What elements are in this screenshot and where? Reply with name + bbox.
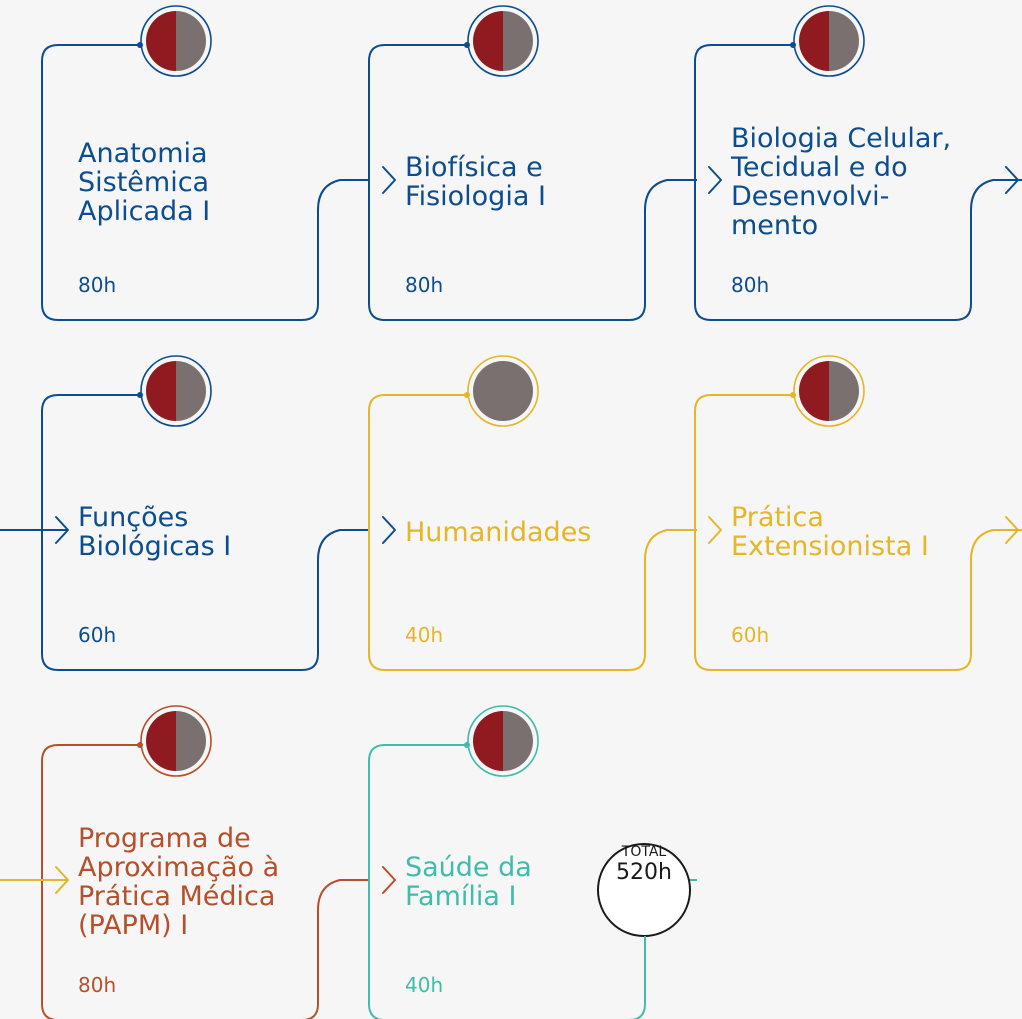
arrow-icon bbox=[382, 166, 396, 194]
module-hours: 80h bbox=[78, 973, 117, 997]
module-hours: 40h bbox=[405, 623, 444, 647]
arrow-icon bbox=[55, 516, 69, 544]
module-card-outline bbox=[41, 394, 370, 671]
half-circle-icon bbox=[467, 705, 539, 777]
module-hours: 60h bbox=[731, 623, 770, 647]
module-title: Programa de Aproximação à Prática Médica… bbox=[78, 823, 280, 941]
arrow-icon bbox=[382, 866, 396, 894]
module-card-outline bbox=[41, 44, 370, 321]
module-hours: 60h bbox=[78, 623, 117, 647]
total-value: 520h bbox=[616, 860, 672, 885]
arrow-icon bbox=[382, 516, 396, 544]
module-card-outline bbox=[694, 44, 1022, 321]
full-gray-circle-icon bbox=[467, 355, 539, 427]
module-title: Funções Biológicas I bbox=[78, 502, 232, 562]
module-title: Biofísica e Fisiologia I bbox=[405, 152, 546, 212]
total-hours: TOTAL 520h bbox=[597, 843, 691, 885]
module-card-outline bbox=[368, 44, 697, 321]
half-circle-icon bbox=[140, 355, 212, 427]
module-hours: 80h bbox=[405, 273, 444, 297]
arrow-icon bbox=[708, 166, 722, 194]
module-card-outline bbox=[368, 394, 697, 671]
arrow-icon bbox=[708, 516, 722, 544]
total-label: TOTAL bbox=[621, 844, 667, 860]
half-circle-icon bbox=[793, 5, 865, 77]
module-title: Anatomia Sistêmica Aplicada I bbox=[78, 137, 211, 227]
arrow-icon bbox=[1005, 516, 1019, 544]
module-title: Biologia Celular, Tecidual e do Desenvol… bbox=[731, 123, 952, 241]
module-title: Saúde da Família I bbox=[405, 852, 532, 912]
half-circle-icon bbox=[793, 355, 865, 427]
half-circle-icon bbox=[140, 705, 212, 777]
arrow-icon bbox=[1005, 166, 1019, 194]
module-hours: 80h bbox=[78, 273, 117, 297]
module-title: Prática Extensionista I bbox=[731, 502, 929, 562]
arrow-icon bbox=[55, 866, 69, 894]
half-circle-icon bbox=[140, 5, 212, 77]
half-circle-icon bbox=[467, 5, 539, 77]
module-hours: 80h bbox=[731, 273, 770, 297]
module-title: Humanidades bbox=[405, 516, 592, 548]
module-card-outline bbox=[694, 394, 1022, 671]
module-hours: 40h bbox=[405, 973, 444, 997]
module-card-outline bbox=[41, 744, 370, 1019]
